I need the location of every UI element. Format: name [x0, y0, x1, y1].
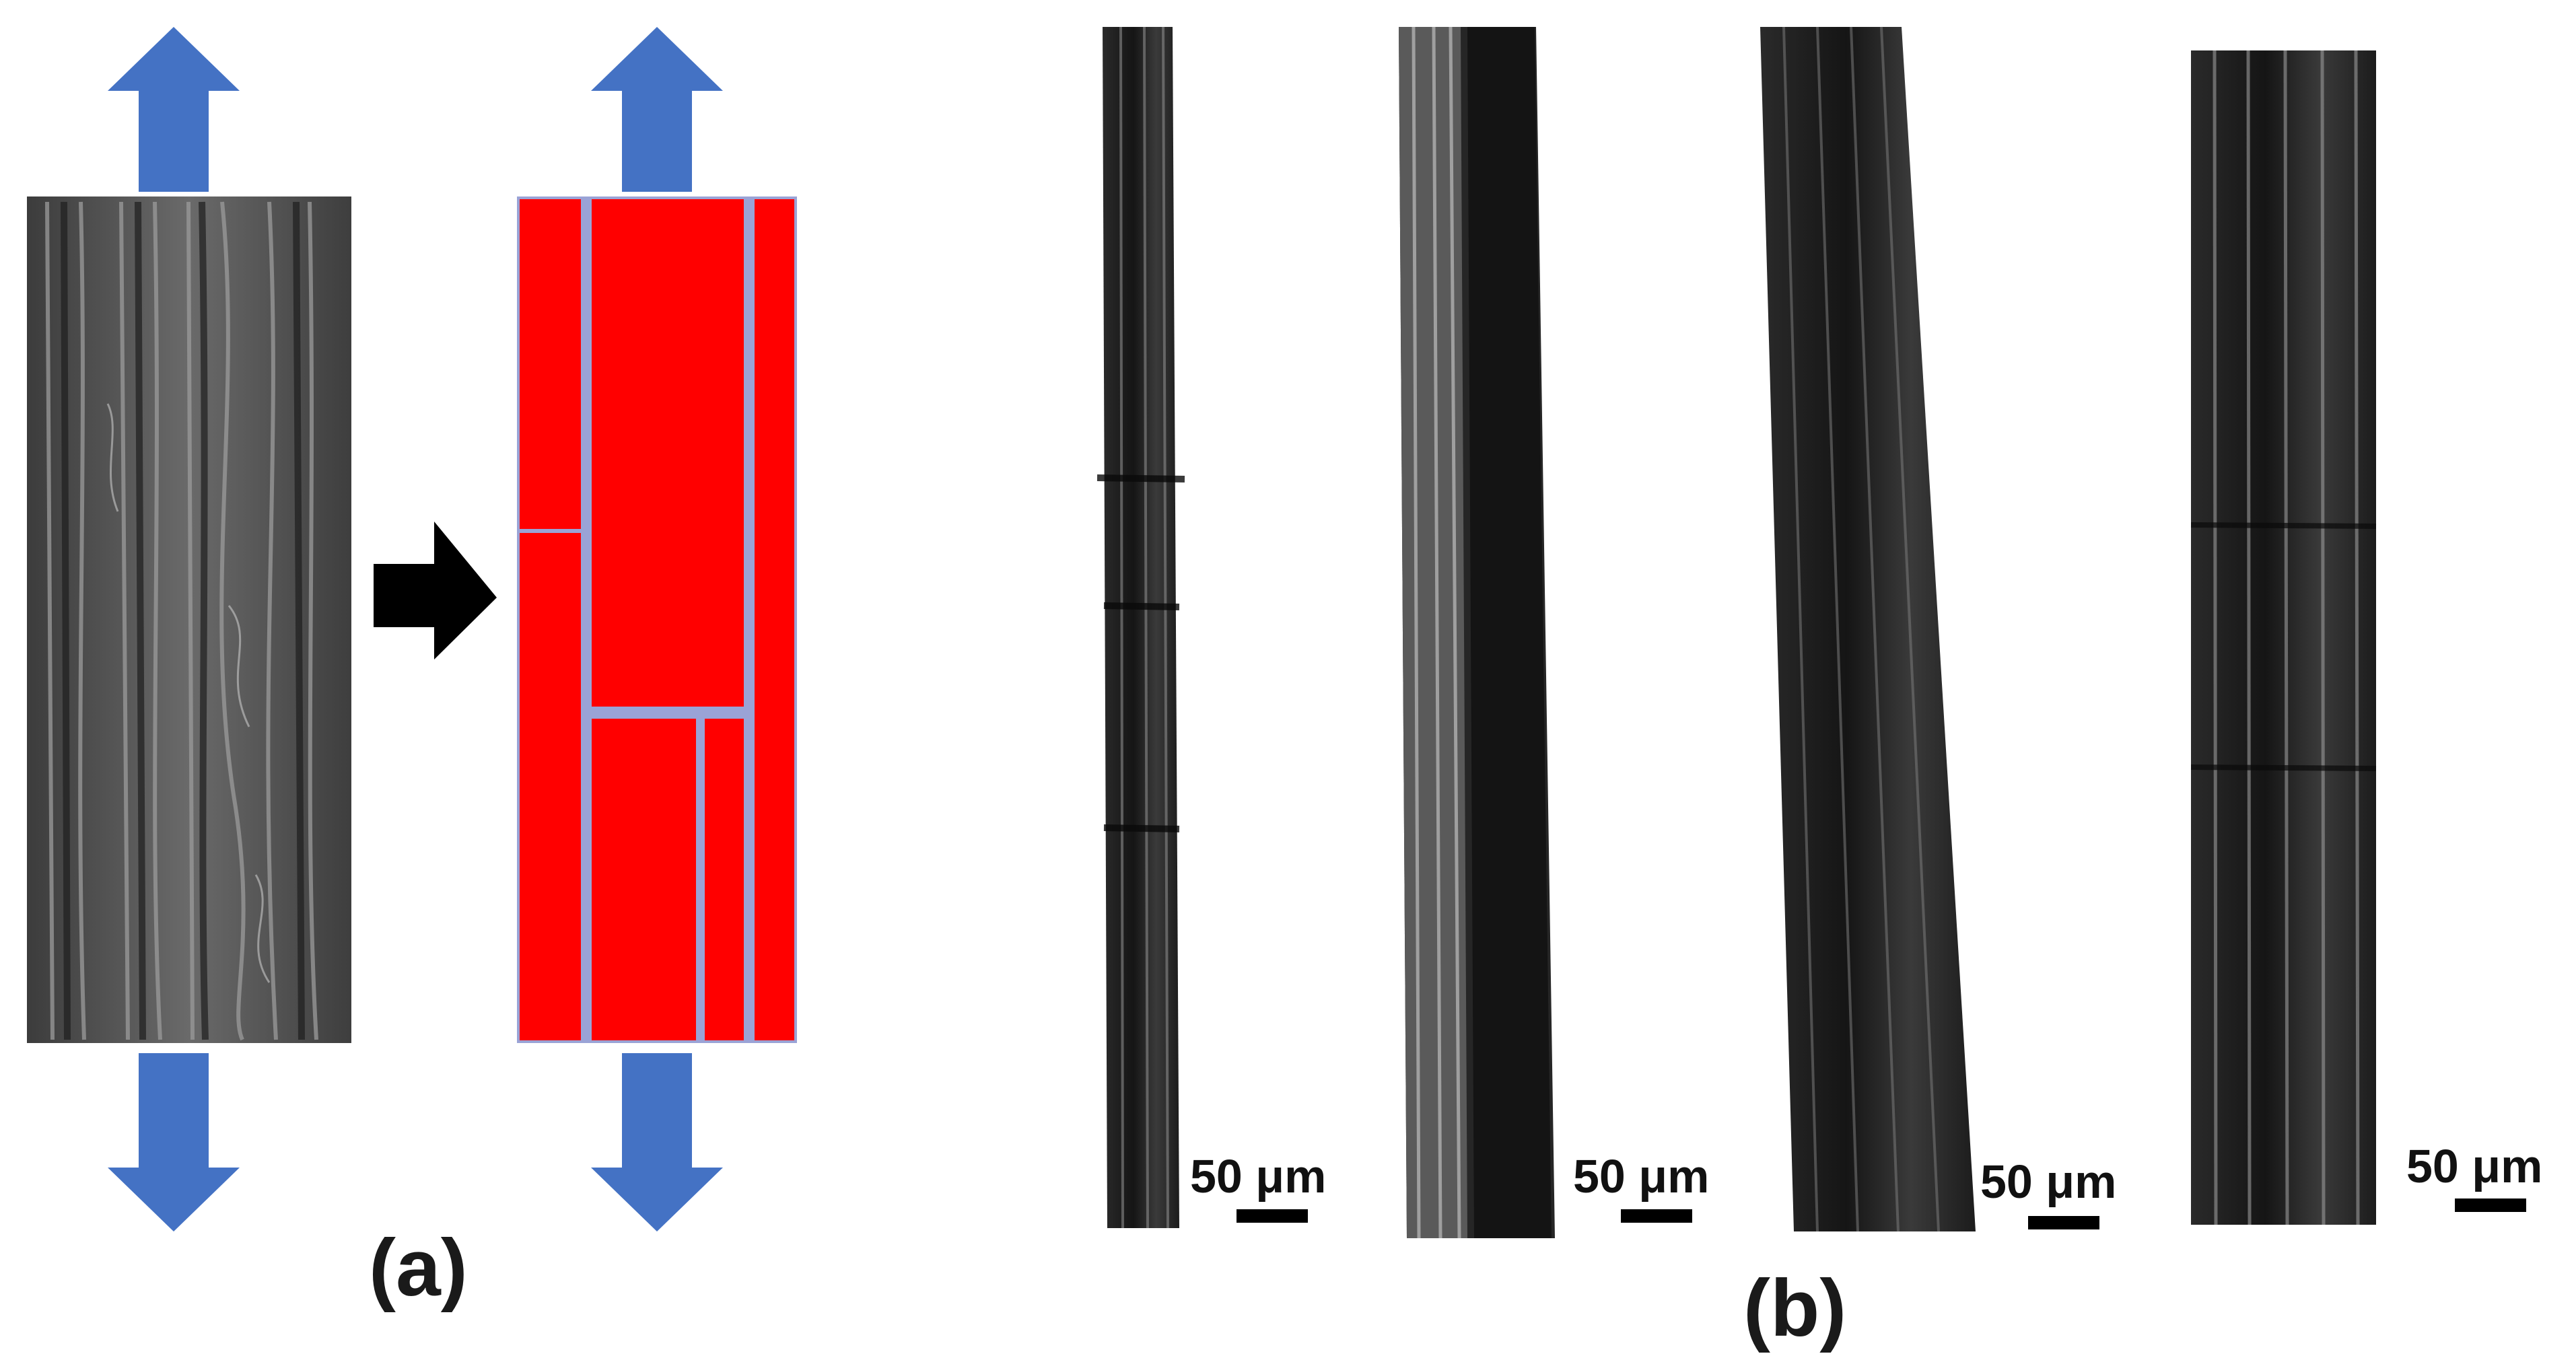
- right-pointer-arrow-icon: [374, 522, 497, 659]
- down-arrow-icon: [591, 1053, 723, 1231]
- panel-a-label: (a): [369, 1223, 468, 1313]
- scale-bar-1: [1237, 1209, 1308, 1223]
- panel-a: (a): [27, 27, 797, 1313]
- model-cell-3: [592, 199, 744, 707]
- model-cell-6: [755, 199, 794, 1040]
- fiber-micrograph-4: [2190, 50, 2377, 1225]
- scale-bar-label-4: 50 μm: [2406, 1140, 2542, 1192]
- model-cell-5: [705, 719, 744, 1040]
- model-cell-4: [592, 719, 696, 1040]
- scale-bar-label-1: 50 μm: [1190, 1150, 1326, 1203]
- model-cell-2: [520, 533, 581, 1040]
- fiber-micrograph-1: [1096, 26, 1185, 1229]
- panel-b-label: (b): [1743, 1263, 1846, 1353]
- fiber-micrograph-3: [1760, 26, 1976, 1232]
- model-cell-1: [520, 199, 581, 529]
- scale-bar-2: [1621, 1209, 1692, 1223]
- scale-bar-4: [2455, 1198, 2526, 1212]
- sem-micrograph-icon: [27, 196, 351, 1043]
- scale-bar-label-2: 50 μm: [1573, 1150, 1709, 1203]
- up-arrow-icon: [591, 27, 723, 192]
- up-arrow-icon: [108, 27, 240, 192]
- fiber-micrograph-2: [1399, 26, 1555, 1239]
- scale-bar-label-3: 50 μm: [1980, 1155, 2116, 1208]
- down-arrow-icon: [108, 1053, 240, 1231]
- scale-bar-3: [2028, 1216, 2099, 1229]
- panel-b: 50 μm 50 μm 50 μm 50 μm (b): [1096, 26, 2542, 1353]
- fiber-bundle-model: [517, 196, 797, 1043]
